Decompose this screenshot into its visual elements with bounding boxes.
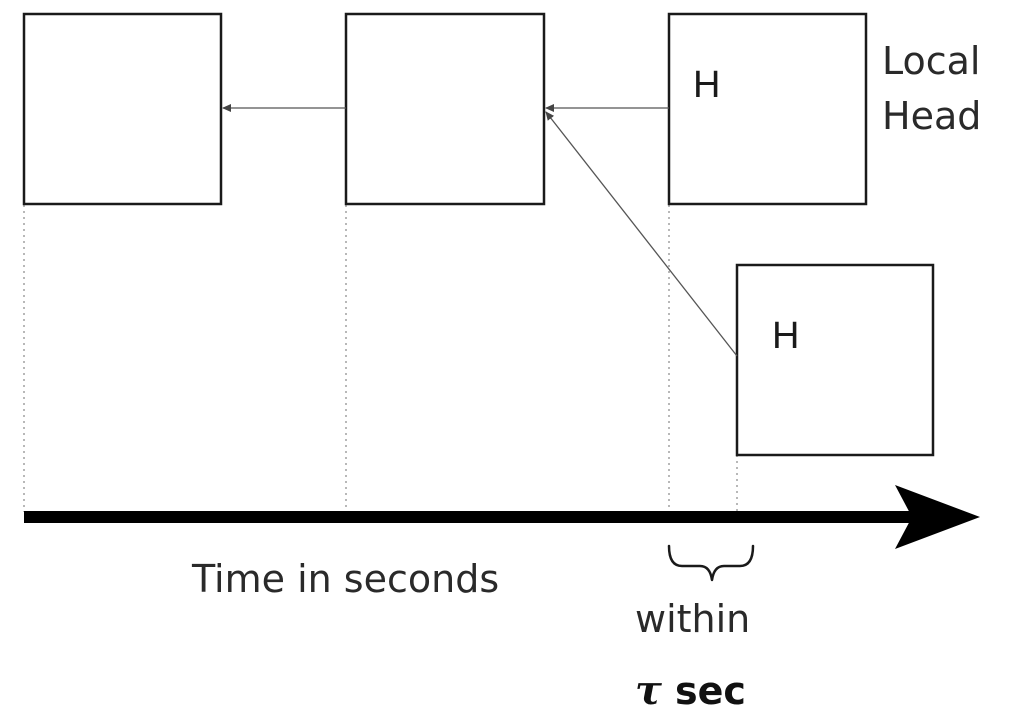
time-axis-caption: Time in seconds xyxy=(191,557,499,601)
local-head-label-line2: Head xyxy=(882,94,981,138)
interval-brace xyxy=(667,544,755,582)
local-head-label-line1: Local xyxy=(882,39,981,83)
block-4-fork xyxy=(735,263,935,457)
block-3-label: H xyxy=(693,64,720,106)
within-label: within xyxy=(635,597,750,641)
block-1 xyxy=(22,12,223,206)
tau-symbol: τ xyxy=(635,667,662,714)
time-axis-arrowhead xyxy=(895,485,980,549)
block-3-local-head xyxy=(667,12,868,206)
sec-label: sec xyxy=(675,669,746,713)
block-2 xyxy=(344,12,546,206)
block-4-label: H xyxy=(772,315,799,357)
link-block4-to-block2 xyxy=(545,111,738,357)
